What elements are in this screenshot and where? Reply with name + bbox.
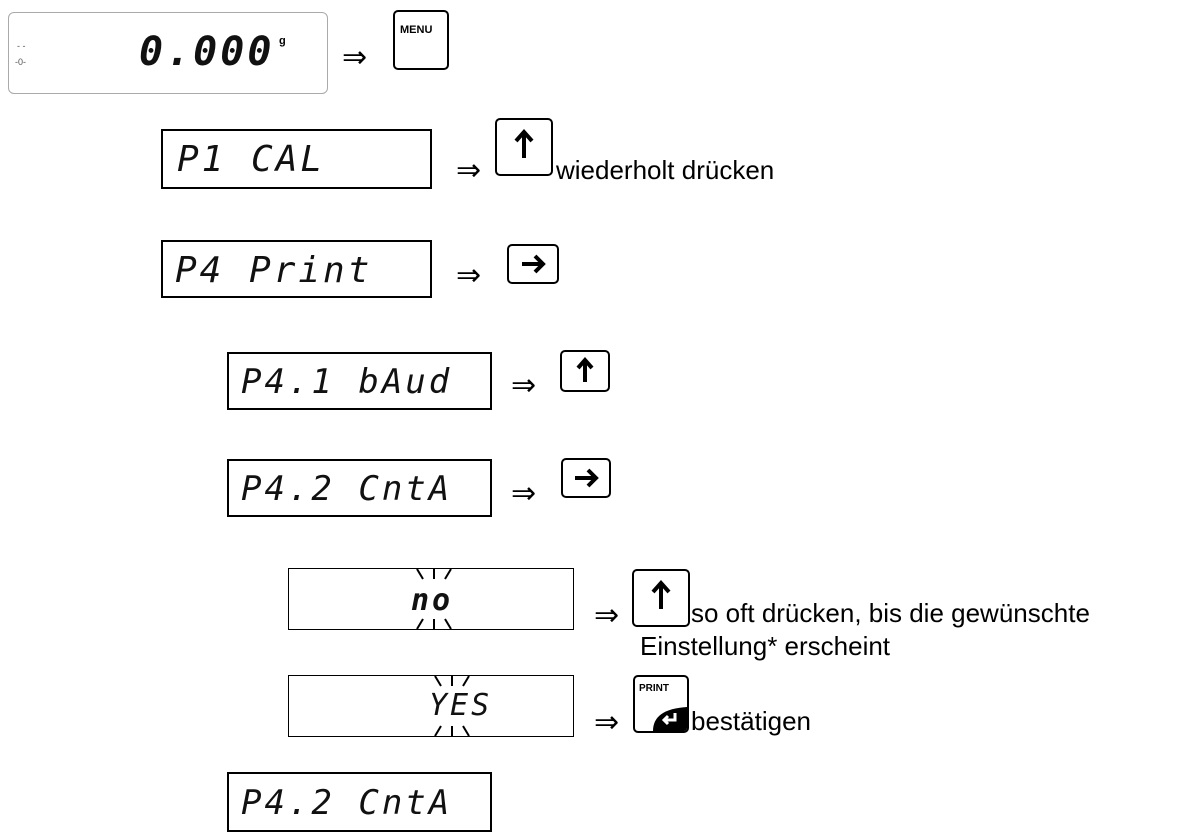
display-indicator-top: - - — [17, 41, 26, 51]
blink-marks-bottom — [434, 725, 470, 737]
print-enter-key-icon — [653, 707, 687, 731]
lcd-display-no: no — [288, 568, 574, 630]
step-arrow: ⇒ — [456, 153, 482, 188]
lcd-display-p4-2-cnta-final: P4.2 CntA — [227, 772, 492, 832]
up-key[interactable] — [560, 350, 610, 392]
step-description-line2: Einstellung* erscheint — [640, 631, 891, 661]
step-arrow: ⇒ — [342, 40, 368, 75]
up-arrow-key-icon — [651, 579, 671, 609]
step-arrow: ⇒ — [511, 368, 537, 403]
display-value: 0.000 — [139, 29, 275, 75]
lcd-text: P4.1 bAud — [241, 362, 453, 402]
step-arrow: ⇒ — [511, 476, 537, 511]
lcd-text: P4.2 CntA — [241, 469, 453, 509]
lcd-display-p4-2-cnta: P4.2 CntA — [227, 459, 492, 517]
lcd-display-p4-1-baud: P4.1 bAud — [227, 352, 492, 410]
step-arrow: ⇒ — [456, 258, 482, 293]
right-arrow-key-icon — [575, 468, 599, 488]
print-key-label: PRINT — [639, 683, 669, 694]
step-arrow: ⇒ — [594, 598, 620, 633]
display-unit: g — [279, 35, 286, 47]
up-arrow-key-icon — [576, 356, 594, 382]
right-arrow-key-icon — [522, 254, 546, 274]
step-arrow: ⇒ — [594, 705, 620, 740]
lcd-text: no — [411, 583, 454, 618]
up-key[interactable] — [632, 569, 690, 627]
menu-key[interactable]: MENU — [393, 10, 449, 70]
blink-marks-top — [434, 675, 470, 687]
lcd-text: YES — [429, 688, 493, 723]
step-description: wiederholt drücken — [556, 155, 775, 185]
lcd-text: P1 CAL — [177, 139, 326, 180]
lcd-display-p1-cal: P1 CAL — [161, 129, 432, 189]
print-key[interactable]: PRINT — [633, 675, 689, 733]
display-zero-indicator: -0- — [15, 57, 26, 67]
step-description-line1: so oft drücken, bis die gewünschte — [691, 598, 1090, 628]
right-key[interactable] — [507, 244, 559, 284]
lcd-text: P4.2 CntA — [241, 783, 453, 823]
blink-marks-bottom — [416, 618, 452, 630]
lcd-display-p4-print: P4 Print — [161, 240, 432, 298]
lcd-display-yes: YES — [288, 675, 574, 737]
step-description: bestätigen — [691, 706, 811, 736]
lcd-text: P4 Print — [175, 250, 373, 291]
right-key[interactable] — [561, 458, 611, 498]
menu-key-label: MENU — [400, 24, 433, 36]
weighing-display: - - -0- 0.000 g — [8, 12, 328, 94]
up-key[interactable] — [495, 118, 553, 176]
up-arrow-key-icon — [514, 128, 534, 158]
blink-marks-top — [416, 568, 452, 580]
